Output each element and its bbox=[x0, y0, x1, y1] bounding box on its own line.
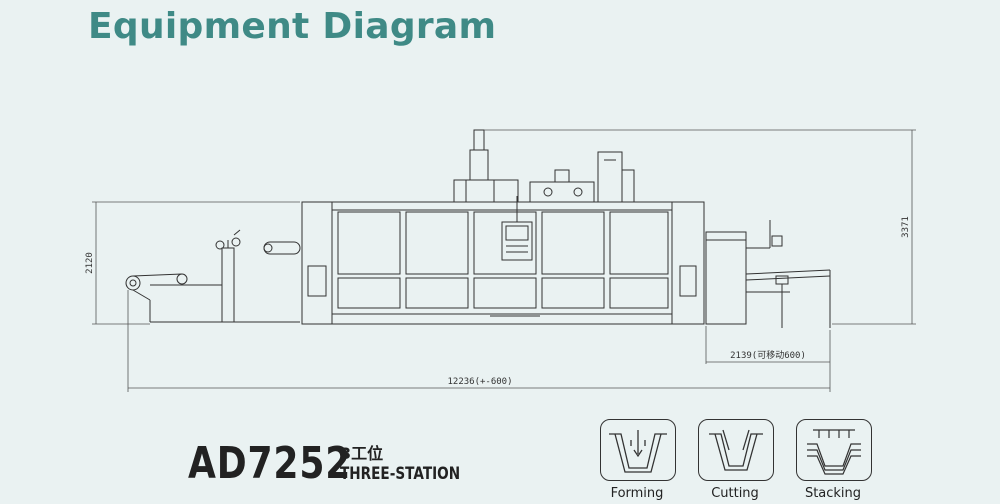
control-panel bbox=[501, 196, 533, 261]
cutting-top-unit bbox=[529, 169, 595, 203]
forming-top-unit bbox=[453, 129, 519, 203]
unwinder-unit bbox=[125, 229, 301, 323]
stacker-unit bbox=[705, 220, 831, 328]
cutting-label: Cutting bbox=[711, 486, 759, 501]
height-right-label: 3371 bbox=[901, 216, 911, 238]
model-code: AD7252 bbox=[188, 438, 352, 489]
page-title: Equipment Diagram bbox=[88, 6, 497, 47]
station-info: 3工位 THREE-STATION bbox=[340, 444, 490, 484]
main-frame bbox=[301, 201, 705, 325]
stacker-length-label: 2139(可移动600) bbox=[730, 349, 806, 361]
dimension-lines bbox=[92, 129, 916, 392]
total-length-label: 12236(+-600) bbox=[447, 377, 512, 387]
height-left-label: 2120 bbox=[85, 252, 95, 274]
stacking-label: Stacking bbox=[804, 486, 862, 501]
station-count-en: THREE-STATION bbox=[340, 464, 461, 484]
cutting-icon bbox=[698, 419, 774, 481]
station-count-cn: 3工位 bbox=[340, 444, 384, 463]
forming-icon bbox=[600, 419, 676, 481]
stacking-top-unit bbox=[597, 151, 635, 203]
stacking-icon bbox=[796, 419, 872, 481]
forming-label: Forming bbox=[610, 486, 664, 501]
